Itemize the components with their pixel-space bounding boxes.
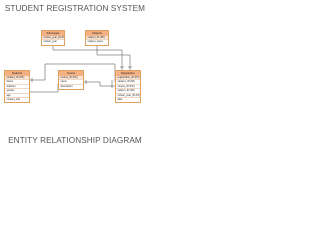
connector-course-registration bbox=[84, 81, 115, 87]
entity-field: contact_info bbox=[6, 97, 20, 101]
entity-field: registration_ID (PK) bbox=[116, 76, 140, 81]
entity-field: date bbox=[117, 97, 123, 101]
entity-field: student_ID (PK) bbox=[5, 76, 29, 81]
erd-page: STUDENT REGISTRATION SYSTEM Schoolye bbox=[0, 0, 150, 150]
entity-field: description bbox=[60, 84, 73, 88]
entity-field: gender bbox=[5, 89, 29, 94]
entity-field: age bbox=[5, 94, 29, 98]
entity-course[interactable]: Course course_ID (PK) name description bbox=[58, 70, 84, 91]
entity-schoolyear[interactable]: Schoolyear school_year_ID (PK) school_ye… bbox=[41, 30, 65, 46]
connector-subjects-registration bbox=[96, 41, 131, 70]
entity-field: school_year_ID (PK) bbox=[42, 36, 64, 41]
entity-field: course_ID (FK) bbox=[116, 85, 140, 90]
entity-field: school_year_ID (FK) bbox=[116, 93, 140, 98]
entity-students[interactable]: Students student_ID (PK) Name Address ge… bbox=[4, 70, 30, 104]
entity-field: student_ID (FK) bbox=[116, 80, 140, 85]
entity-registration-title: Registration bbox=[116, 71, 140, 76]
entity-subjects-title: Subjects bbox=[86, 31, 108, 36]
entity-field: school_year bbox=[43, 40, 57, 44]
entity-field: subject_name bbox=[87, 40, 104, 44]
entity-field: Address bbox=[5, 85, 29, 90]
entity-field: subject_ID (FK) bbox=[116, 89, 140, 94]
entity-field: subject_ID (PK) bbox=[86, 36, 108, 41]
entity-field: name bbox=[59, 80, 83, 85]
entity-field: course_ID (PK) bbox=[59, 76, 83, 81]
entity-students-title: Students bbox=[5, 71, 29, 76]
diagram-title: STUDENT REGISTRATION SYSTEM bbox=[4, 4, 146, 13]
entity-registration[interactable]: Registration registration_ID (PK) studen… bbox=[115, 70, 141, 104]
entity-field: Name bbox=[5, 80, 29, 85]
entity-course-title: Course bbox=[59, 71, 83, 76]
connector-student-course bbox=[30, 84, 59, 93]
entity-schoolyear-title: Schoolyear bbox=[42, 31, 64, 36]
diagram-subtitle: ENTITY RELATIONSHIP DIAGRAM bbox=[8, 136, 142, 145]
entity-subjects[interactable]: Subjects subject_ID (PK) subject_name bbox=[85, 30, 109, 46]
